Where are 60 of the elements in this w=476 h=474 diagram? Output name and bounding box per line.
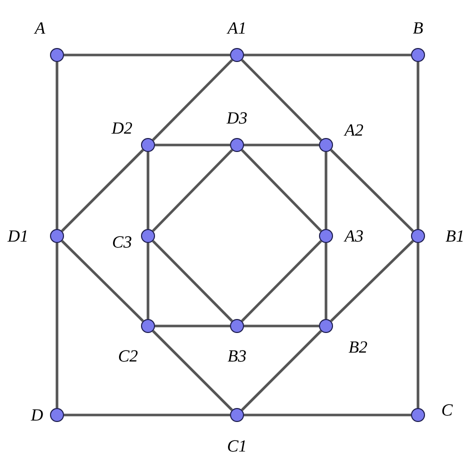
line-segment [146,152,150,229]
point-label: C3 [113,236,132,248]
line-segment [244,324,319,328]
point-marker [319,229,333,243]
line-segment [416,243,420,408]
line-segment [324,152,328,229]
point-label: C1 [228,440,246,452]
point-marker [319,319,333,333]
line-segment [61,149,144,232]
line-segment [324,243,328,319]
line-segment [152,330,233,411]
line-segment [416,62,420,229]
point-marker [141,319,155,333]
line-segment [56,62,58,229]
point-label: C [442,404,453,416]
line-segment [152,240,233,322]
point-label: D1 [7,230,27,242]
line-segment [155,144,230,146]
line-segment [64,54,230,56]
point-marker [50,408,64,422]
point-marker [230,319,244,333]
line-segment [244,54,411,56]
point-marker [230,138,244,152]
point-marker [411,229,425,243]
point-marker [50,229,64,243]
point-label: B2 [348,341,368,353]
point-label: B [412,22,423,34]
line-segment [240,149,322,232]
point-marker [141,229,155,243]
point-marker [411,408,425,422]
point-label: D2 [111,122,132,134]
point-label: B3 [228,350,246,362]
line-segment [241,330,322,411]
line-segment [155,324,230,328]
point-label: A3 [344,230,363,242]
line-segment [64,414,230,416]
line-segment [244,414,411,416]
line-segment [330,240,414,322]
line-segment [56,243,58,408]
point-marker [230,48,244,62]
line-segment [241,59,322,141]
line-segment [152,149,234,232]
line-segment [61,240,144,322]
line-segment [244,144,319,146]
point-label: A1 [226,22,245,34]
point-marker [411,48,425,62]
line-segment [146,243,150,319]
point-marker [230,408,244,422]
point-marker [319,138,333,152]
point-label: A [34,22,46,34]
point-marker [50,48,64,62]
line-segment [152,59,233,141]
line-segment [241,240,322,322]
line-segment [330,149,414,232]
point-label: D3 [226,112,247,124]
point-label: D [30,409,43,421]
point-marker [141,138,155,152]
point-label: B1 [446,230,463,242]
point-label: A2 [344,124,364,136]
point-label: C2 [119,350,138,362]
